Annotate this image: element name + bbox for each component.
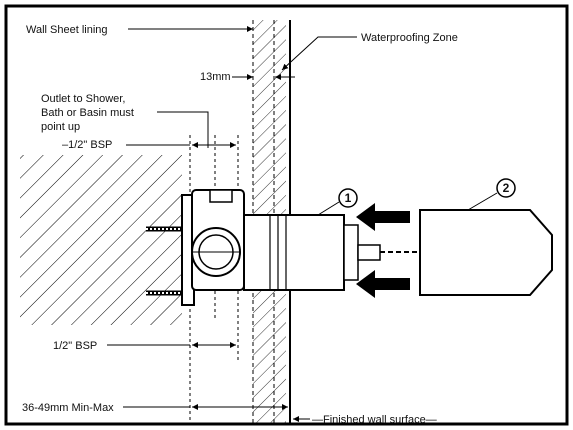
diagram-frame xyxy=(4,4,569,426)
label-bsp-top: –1/2" BSP xyxy=(62,139,112,151)
label-outlet-line2: Bath or Basin must xyxy=(41,107,134,119)
label-wall-sheet-lining: Wall Sheet lining xyxy=(26,24,108,36)
leader-waterproofing-zone xyxy=(281,36,357,71)
callout-leader-1 xyxy=(317,201,340,216)
label-outlet-line3: point up xyxy=(41,121,80,133)
callout-number-2: 2 xyxy=(503,181,510,195)
label-outlet-line1: Outlet to Shower, xyxy=(41,93,125,105)
label-13mm: 13mm xyxy=(200,71,231,83)
push-arrow-top xyxy=(356,203,410,231)
callout-number-1: 1 xyxy=(345,191,352,205)
callout-circle-2 xyxy=(496,178,516,198)
push-arrow-bottom xyxy=(356,270,410,298)
callout-circle-1 xyxy=(338,188,358,208)
callout-leader-2 xyxy=(467,192,498,211)
wall-stud-block xyxy=(20,155,182,325)
label-range: 36-49mm Min-Max xyxy=(22,402,114,414)
leader-outlet xyxy=(157,111,209,148)
valve-outlet xyxy=(209,189,233,203)
label-bsp-bottom: 1/2" BSP xyxy=(53,340,97,352)
cartridge-sleeve xyxy=(243,214,345,291)
cartridge-cap xyxy=(343,224,359,281)
cartridge-stem xyxy=(357,244,381,261)
cover-part-2 xyxy=(419,209,553,296)
label-finished-wall: —Finished wall surface— xyxy=(312,414,437,426)
label-waterproofing-zone: Waterproofing Zone xyxy=(361,32,458,44)
